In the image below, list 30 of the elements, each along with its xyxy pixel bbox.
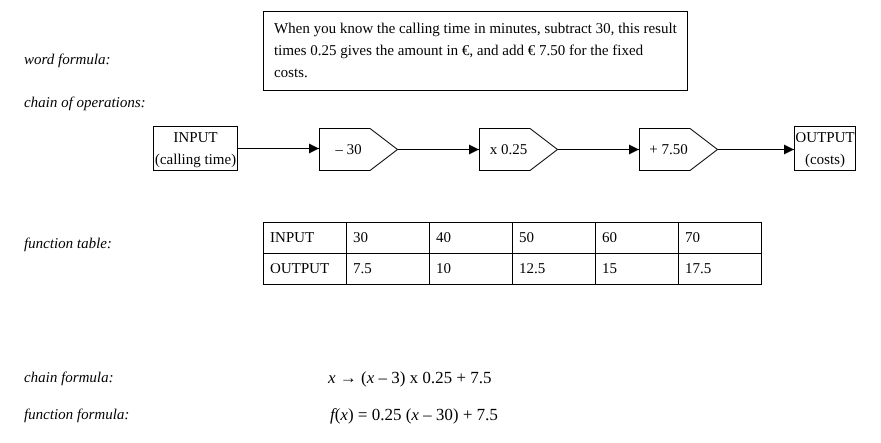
- table-value: 7.5: [346, 254, 430, 284]
- table-value: 40: [430, 222, 512, 254]
- table-value: 50: [512, 222, 596, 254]
- node-label: + 7.50: [649, 140, 688, 160]
- node-label: INPUT (calling time): [154, 128, 237, 170]
- node-label: OUTPUT (costs): [795, 128, 855, 170]
- arrow: [558, 144, 640, 154]
- table-value: 12.5: [512, 254, 596, 284]
- node-label: – 30: [335, 140, 362, 160]
- row-header: INPUT: [264, 222, 346, 254]
- table-value: 17.5: [678, 254, 762, 284]
- table-value: 70: [678, 222, 762, 254]
- arrow: [718, 144, 794, 154]
- arrow: [238, 144, 320, 154]
- section-label: word formula:: [24, 52, 111, 69]
- formula: f(x) = 0.25 (x – 30) + 7.5: [330, 405, 498, 425]
- table-value: 15: [596, 254, 678, 284]
- section-label: function table:: [24, 236, 112, 253]
- section-label: function formula:: [24, 407, 130, 424]
- formula: x → (x – 3) x 0.25 + 7.5: [328, 368, 492, 388]
- table-value: 60: [596, 222, 678, 254]
- description-text: When you know the calling time in minutes, subtract 30, this result times 0.25 gives the amount in €, and add € 7.50 for the fixed costs.: [274, 21, 677, 81]
- row-header: OUTPUT: [264, 254, 346, 284]
- node-label: x 0.25: [490, 140, 528, 160]
- table-value: 30: [346, 222, 430, 254]
- section-label: chain formula:: [24, 370, 114, 387]
- section-label: chain of operations:: [24, 95, 146, 112]
- table-value: 10: [430, 254, 512, 284]
- arrow: [398, 144, 480, 154]
- description-box: [263, 11, 688, 91]
